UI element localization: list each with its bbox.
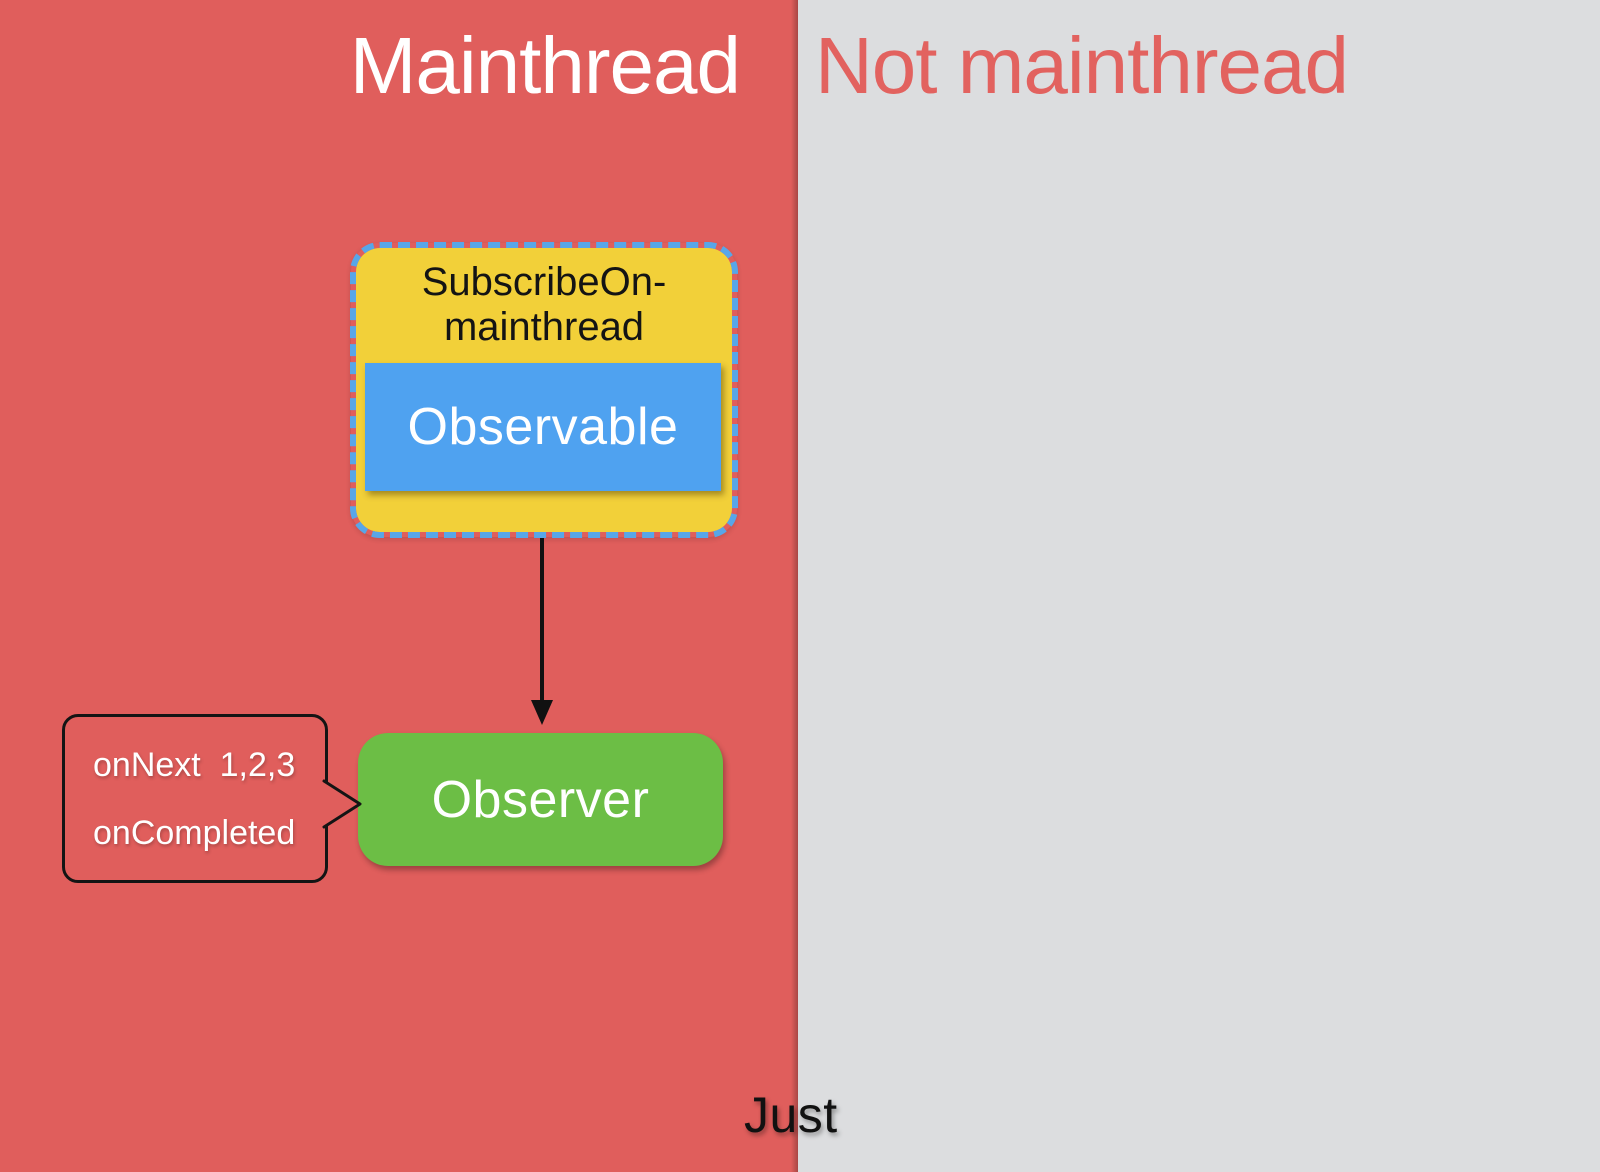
observable-label: Observable (407, 398, 679, 456)
subscribe-arrow-head-icon (531, 700, 553, 725)
not-mainthread-heading: Not mainthread (815, 21, 1349, 110)
observable-box: Observable (365, 363, 721, 491)
subscribe-arrow-line (540, 538, 544, 702)
just-label: Just (744, 1087, 838, 1143)
observer-label: Observer (431, 770, 650, 829)
callout-tail (322, 779, 362, 829)
subscribeon-title-line2: mainthread (443, 305, 645, 349)
mainthread-heading: Mainthread (349, 21, 741, 110)
observer-box: Observer (358, 733, 723, 866)
callout-onnext-text: onNext 1,2,3 (93, 746, 296, 784)
mainthread-panel (0, 0, 798, 1172)
callout-oncompleted-text: onCompleted (93, 814, 296, 852)
subscribeon-title-line1: SubscribeOn- (421, 260, 667, 304)
callout-bubble: onNext 1,2,3 onCompleted (62, 714, 328, 883)
subscribeon-title: SubscribeOn- mainthread (356, 260, 732, 350)
not-mainthread-panel (798, 0, 1600, 1172)
